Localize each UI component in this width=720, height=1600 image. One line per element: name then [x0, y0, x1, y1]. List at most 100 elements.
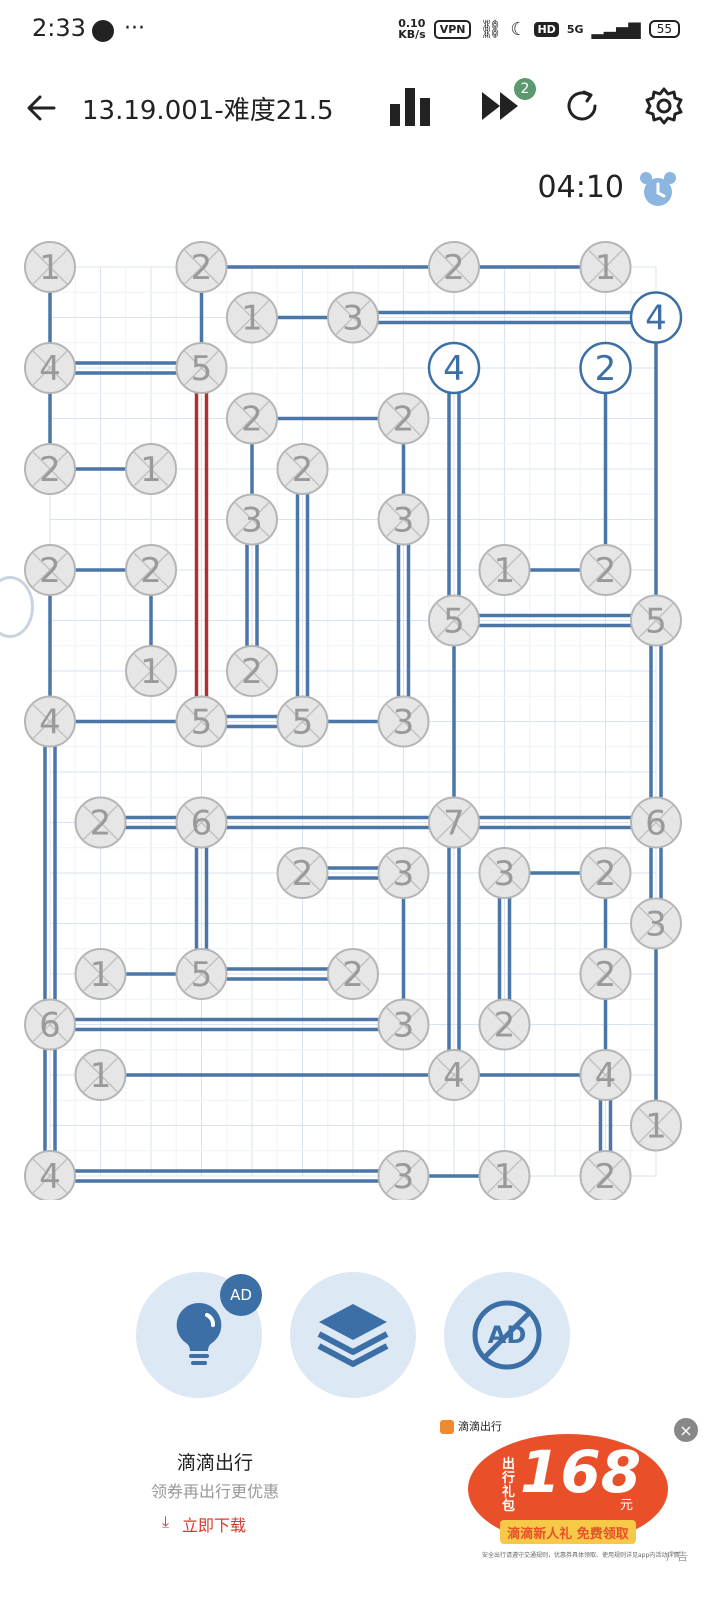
island-number: 3: [342, 299, 364, 339]
skip-forward-icon[interactable]: 2: [474, 78, 536, 134]
island-node[interactable]: 3: [630, 897, 682, 950]
island-number: 1: [241, 299, 263, 339]
island-node[interactable]: 3: [377, 847, 430, 899]
island-node[interactable]: 2: [327, 948, 379, 1000]
restart-icon[interactable]: [554, 78, 610, 134]
status-bar: 2:33 ··· 0.10 KB/s VPN ⛓ ☾ HD 5G ▂▃▅▇ 55: [0, 0, 720, 64]
island-node[interactable]: 2: [125, 544, 177, 596]
island-node[interactable]: 6: [24, 998, 76, 1051]
island-node[interactable]: 2: [74, 796, 127, 849]
back-icon[interactable]: [14, 80, 70, 136]
double-bridge[interactable]: [353, 310, 656, 325]
battery-indicator: 55: [648, 20, 680, 38]
island-number: 6: [645, 804, 667, 844]
link-icon: ⛓: [479, 18, 503, 40]
island-node[interactable]: 2: [579, 948, 632, 1000]
island-number: 6: [191, 804, 213, 844]
island-node[interactable]: 2: [579, 847, 632, 899]
island-number: 2: [191, 248, 213, 288]
double-bridge[interactable]: [396, 519, 411, 722]
ad-close-icon[interactable]: ×: [674, 1418, 698, 1442]
island-node[interactable]: 1: [226, 291, 278, 344]
double-bridge[interactable]: [295, 469, 310, 722]
island-node[interactable]: 2: [579, 544, 632, 596]
island-node[interactable]: 1: [74, 948, 127, 1000]
no-ads-icon: AD: [472, 1300, 542, 1370]
double-bridge[interactable]: [447, 368, 461, 621]
island-node[interactable]: 3: [377, 998, 430, 1051]
island-node[interactable]: 1: [125, 443, 177, 495]
island-node[interactable]: 4: [579, 1049, 632, 1101]
ad-title[interactable]: 滴滴出行: [176, 1452, 253, 1474]
island-node[interactable]: 1: [74, 1049, 127, 1101]
remove-ads-button[interactable]: AD: [444, 1272, 570, 1398]
island-node[interactable]: 2: [276, 443, 329, 495]
double-bridge[interactable]: [43, 721, 57, 1025]
island-node[interactable]: 2: [226, 392, 278, 445]
island-node[interactable]: 5: [630, 594, 682, 647]
double-bridge[interactable]: [454, 613, 656, 628]
island-number: 1: [494, 1157, 516, 1197]
island-node[interactable]: 5: [428, 594, 480, 647]
island-number: 1: [90, 1056, 112, 1096]
island-node[interactable]: 4: [629, 291, 683, 344]
island-number: 3: [494, 854, 516, 894]
island-node[interactable]: 4: [24, 1150, 76, 1200]
double-bridge[interactable]: [50, 1169, 404, 1183]
island-number: 5: [292, 703, 314, 743]
island-node[interactable]: 2: [226, 645, 278, 697]
island-node[interactable]: 1: [125, 645, 177, 697]
moon-icon: ☾: [510, 18, 527, 40]
island-node[interactable]: 2: [478, 998, 531, 1051]
lightbulb-icon: [176, 1302, 222, 1365]
island-node[interactable]: 3: [377, 695, 430, 748]
island-node[interactable]: 1: [478, 544, 531, 596]
island-node[interactable]: 4: [428, 1049, 480, 1101]
ad-download-link[interactable]: 立即下载: [182, 1516, 247, 1535]
island-node[interactable]: 6: [175, 796, 228, 849]
double-bridge[interactable]: [454, 815, 656, 830]
island-node[interactable]: 5: [175, 695, 228, 748]
double-bridge[interactable]: [50, 1017, 404, 1032]
island-node[interactable]: 5: [175, 342, 228, 394]
island-node[interactable]: 5: [276, 695, 329, 748]
island-node[interactable]: 3: [377, 1150, 430, 1200]
island-node[interactable]: 7: [428, 796, 480, 849]
island-node[interactable]: 4: [24, 342, 76, 394]
island-node[interactable]: 1: [478, 1150, 531, 1200]
island-node[interactable]: 3: [478, 847, 531, 899]
island-node[interactable]: 2: [175, 241, 228, 293]
island-node[interactable]: 5: [175, 948, 228, 1000]
island-node[interactable]: 4: [427, 341, 481, 395]
net-speed: 0.10 KB/s: [398, 17, 426, 41]
double-bridge[interactable]: [649, 620, 663, 823]
island-node[interactable]: 2: [24, 443, 76, 495]
double-bridge[interactable]: [447, 822, 461, 1076]
double-bridge[interactable]: [194, 368, 209, 722]
island-node[interactable]: 1: [24, 241, 76, 293]
double-bridge[interactable]: [201, 815, 455, 830]
settings-gear-icon[interactable]: [636, 78, 692, 134]
island-node[interactable]: 1: [630, 1099, 682, 1152]
hint-ad-badge: AD: [220, 1274, 262, 1316]
didi-logo-icon: [440, 1420, 454, 1434]
island-node[interactable]: 1: [579, 241, 632, 293]
alarm-clock-icon[interactable]: [638, 170, 678, 214]
island-node[interactable]: 2: [579, 1150, 632, 1200]
island-node[interactable]: 3: [377, 493, 430, 546]
island-node[interactable]: 2: [428, 241, 480, 293]
island-node[interactable]: 6: [630, 796, 682, 849]
island-node[interactable]: 2: [24, 544, 76, 596]
island-number: 4: [39, 349, 61, 389]
stats-chart-icon[interactable]: [382, 78, 438, 134]
island-node[interactable]: 3: [327, 291, 379, 344]
layers-button[interactable]: [290, 1272, 416, 1398]
ad-promo-strip[interactable]: 滴滴新人礼 免费领取: [500, 1520, 636, 1544]
island-node[interactable]: 2: [579, 341, 632, 395]
island-node[interactable]: 3: [226, 493, 278, 546]
island-node[interactable]: 2: [276, 847, 329, 899]
island-node[interactable]: 4: [24, 695, 76, 748]
island-node[interactable]: 2: [377, 392, 430, 445]
